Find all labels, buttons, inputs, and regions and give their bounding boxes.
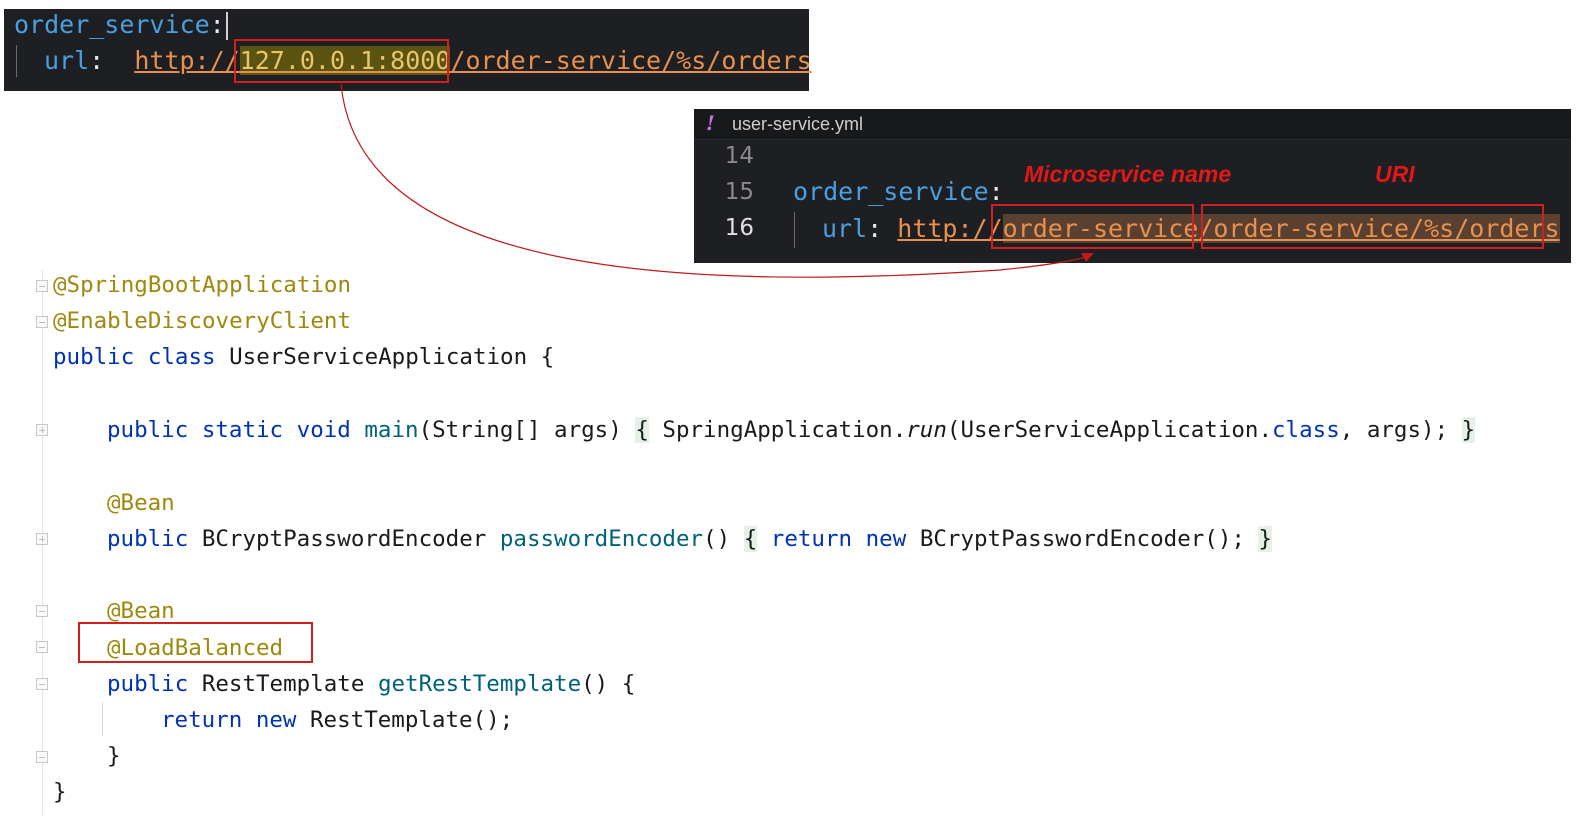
top-key: order_service: [14, 10, 210, 39]
top-yaml-snippet: order_service: url: http://127.0.0.1:800…: [4, 9, 812, 91]
indent-guide: [102, 702, 103, 736]
host-highlight-box: [234, 39, 449, 83]
top-url-colon: :: [89, 46, 135, 75]
text-cursor: [225, 12, 228, 40]
fold-marker-icon[interactable]: [36, 641, 48, 653]
java-line-resttemplate: public RestTemplate getRestTemplate() {: [107, 671, 636, 697]
top-url-host: 127.0.0.1:8000: [239, 46, 451, 75]
fold-marker-icon[interactable]: [36, 678, 48, 690]
yml-line-15: order_service:: [793, 177, 1004, 207]
annotation-loadbalanced: @LoadBalanced: [107, 635, 284, 661]
fold-marker-icon[interactable]: [36, 280, 48, 292]
java-line-class-close: }: [53, 779, 67, 805]
method-passwordencoder: passwordEncoder: [499, 526, 704, 552]
yml-url-key: url: [822, 214, 868, 243]
line-number-15: 15: [724, 179, 754, 205]
yml-tab-bar: ! user-service.yml: [694, 109, 1571, 140]
indent-guide: [16, 45, 17, 77]
java-editor: @SpringBootApplication @EnableDiscoveryC…: [0, 262, 1591, 835]
java-line-loadbalanced: @LoadBalanced: [107, 633, 283, 663]
java-line-password-encoder: public BCryptPasswordEncoder passwordEnc…: [107, 526, 1273, 552]
yml-url-colon: :: [867, 214, 883, 243]
yml-url-path: order-service/%s/orders: [1213, 214, 1560, 243]
java-line-1: @SpringBootApplication: [53, 270, 351, 300]
method-getresttemplate: getRestTemplate: [377, 671, 582, 697]
java-line-2: @EnableDiscoveryClient: [53, 306, 351, 336]
line-number-14: 14: [724, 143, 754, 169]
line-number-16: 16: [724, 215, 754, 241]
java-line-bean-1: @Bean: [107, 490, 175, 516]
annotation-enablediscoveryclient: @EnableDiscoveryClient: [53, 308, 352, 334]
java-line-main: public static void main(String[] args) {…: [107, 417, 1476, 443]
top-url-prefix: http://: [134, 46, 240, 75]
loadbalanced-highlight-box: [78, 622, 313, 663]
method-main: main: [364, 417, 419, 443]
class-name: UserServiceApplication: [229, 344, 528, 370]
yml-tab-label[interactable]: user-service.yml: [732, 114, 864, 134]
annotation-springbootapplication: @SpringBootApplication: [53, 272, 352, 298]
top-url-key: url: [44, 46, 90, 75]
service-name-highlight-box: [991, 204, 1194, 249]
fold-expand-icon[interactable]: [36, 533, 48, 545]
java-line-bean-2: @Bean: [107, 598, 175, 624]
fold-marker-icon[interactable]: [36, 605, 48, 617]
java-line-3: public class UserServiceApplication {: [53, 344, 555, 370]
top-url-path: /order-service/%s/orders: [450, 46, 812, 75]
fold-expand-icon[interactable]: [36, 424, 48, 436]
top-key-colon: :: [209, 10, 225, 39]
uri-highlight-box: [1201, 204, 1544, 249]
yml-indent-guide: [794, 212, 795, 248]
top-line-key: order_service:: [14, 10, 228, 40]
fold-marker-icon[interactable]: [36, 751, 48, 763]
yaml-file-icon: !: [706, 111, 715, 135]
yml-url-prefix: http://: [897, 214, 1003, 243]
yml-service-colon: :: [988, 177, 1004, 206]
java-line-method-close: }: [107, 743, 121, 769]
annotation-microservice-name: Microservice name: [1024, 161, 1232, 187]
top-line-url: url: http://127.0.0.1:8000/order-service…: [44, 46, 812, 76]
yml-editor-panel: ! user-service.yml 14 15 16 order_servic…: [694, 109, 1571, 263]
java-line-return: return new RestTemplate();: [161, 707, 514, 733]
fold-marker-icon[interactable]: [36, 316, 48, 328]
annotation-uri: URI: [1375, 161, 1415, 187]
yml-service-key: order_service: [793, 177, 989, 206]
